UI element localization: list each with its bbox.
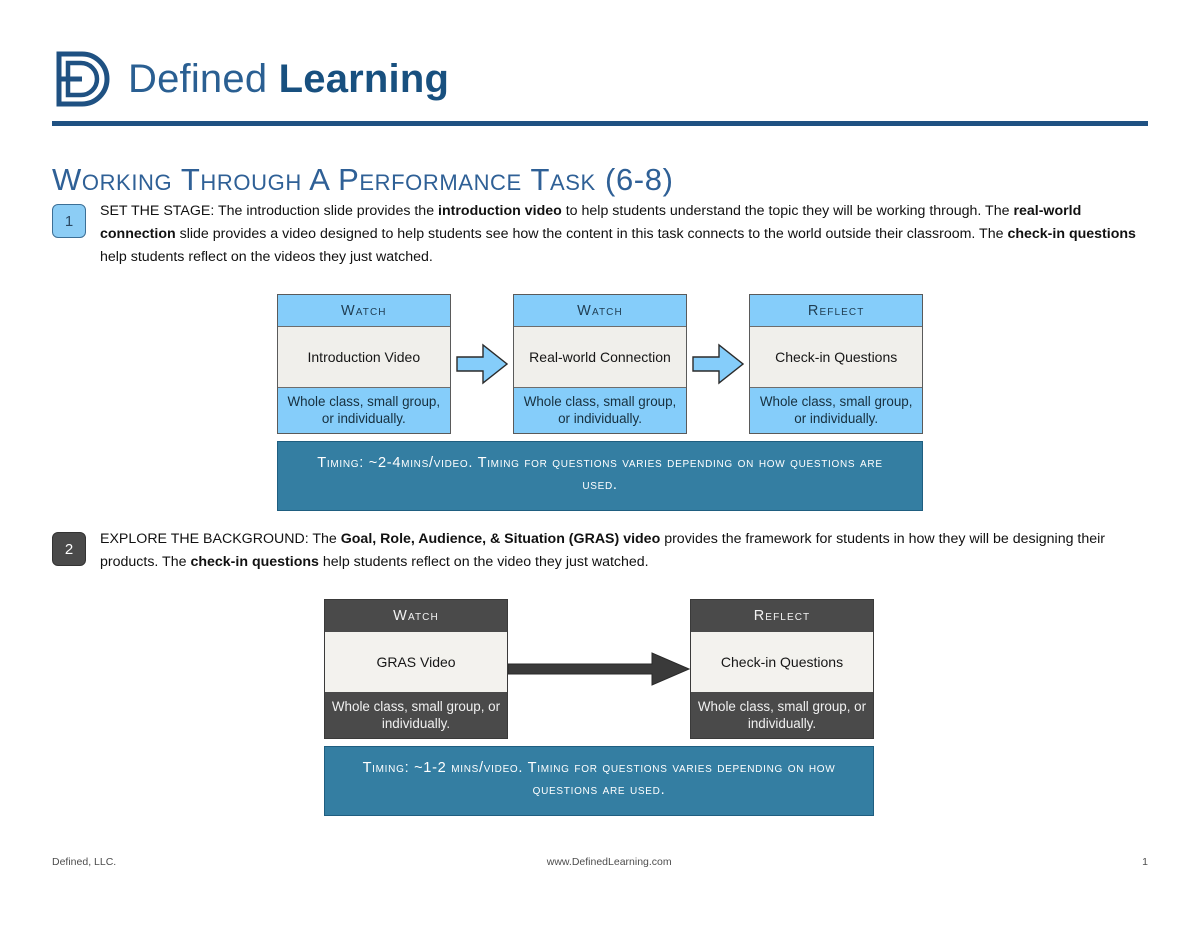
flow-2-card-2-footer: Whole class, small group, or individuall… [697,698,867,731]
flow-1-arrow-1 [451,294,514,434]
step-1-text-part-5: slide provides a video designed to help … [175,226,1008,242]
step-1-text-part-2: introduction video [438,203,562,219]
defined-d-monogram-icon [52,48,110,110]
flow-1-card-2: Watch Real-world Connection Whole class,… [513,294,687,434]
brand-header: Defined Learning [52,48,449,110]
brand-wordmark: Defined Learning [128,59,449,99]
step-1-text-part-3: to help students understand the topic th… [561,203,1014,219]
footer-page-number: 1 [1142,856,1148,868]
step-section-1: 1 SET THE STAGE: The introduction slide … [52,200,1152,269]
brand-name-light: Defined [128,57,268,101]
right-arrow-icon [456,343,508,385]
step-description-2: EXPLORE THE BACKGROUND: The Goal, Role, … [100,528,1145,574]
flow-2-card-1: Watch GRAS Video Whole class, small grou… [324,599,508,739]
header-divider [52,121,1148,126]
flow-2-arrow-1 [508,599,690,739]
flow-1-card-1-header: Watch [340,302,387,319]
footer-company: Defined, LLC. [52,856,117,868]
right-arrow-icon [508,652,690,686]
step-section-2: 2 EXPLORE THE BACKGROUND: The Goal, Role… [52,528,1152,574]
flow-2-card-2: Reflect Check-in Questions Whole class, … [690,599,874,739]
step-1-text-part-6: check-in questions [1007,226,1136,242]
flow-1-card-3-header: Reflect [807,302,865,319]
brand-name-bold: Learning [278,57,450,101]
step-1-text-part-7: help students reflect on the videos they… [100,249,433,265]
flow-1-card-2-header: Watch [577,302,623,319]
step-2-text-part-1: EXPLORE THE BACKGROUND: The [100,531,341,547]
footer-website: www.DefinedLearning.com [546,856,672,868]
flow-1-card-1-footer: Whole class, small group, or individuall… [287,393,441,426]
flow-2-card-2-header: Reflect [753,607,811,624]
step-2-text-part-3: provides the framework for students in h… [100,531,1106,570]
flow-1-timing-banner: Timing: ~2-4mins/video. Timing for quest… [277,441,923,511]
flow-diagram-1: Watch Introduction Video Whole class, sm… [277,294,923,511]
step-2-text-part-2: Goal, Role, Audience, & Situation (GRAS)… [340,531,661,547]
flow-1-card-1-body: Introduction Video [278,326,450,388]
step-2-text-part-5: help students reflect on the video they … [318,554,649,570]
flow-1-card-2-body: Real-world Connection [514,326,686,388]
flow-2-card-2-body: Check-in Questions [691,631,873,693]
flow-1-card-3-footer: Whole class, small group, or individuall… [759,393,913,426]
flow-1-card-1: Watch Introduction Video Whole class, sm… [277,294,451,434]
step-badge-2: 2 [52,532,86,566]
flow-1-arrow-2 [687,294,750,434]
step-badge-1: 1 [52,204,86,238]
step-description-1: SET THE STAGE: The introduction slide pr… [100,200,1145,269]
flow-2-card-1-header: Watch [393,607,439,624]
step-2-text-part-4: check-in questions [190,554,319,570]
flow-2-card-1-body: GRAS Video [325,631,507,693]
flow-2-card-1-footer: Whole class, small group, or individuall… [331,698,501,731]
page-title: Working Through A Performance Task (6-8) [52,161,674,197]
flow-1-card-3: Reflect Check-in Questions Whole class, … [749,294,923,434]
right-arrow-icon [692,343,745,385]
flow-diagram-2: Watch GRAS Video Whole class, small grou… [324,599,874,816]
step-1-text-part-1: SET THE STAGE: The introduction slide pr… [100,203,439,219]
flow-2-timing-banner: Timing: ~1-2 mins/video. Timing for ques… [324,746,874,816]
flow-1-card-3-body: Check-in Questions [750,326,922,388]
step-1-text-part-4: real-world connection [100,203,1082,242]
flow-1-card-2-footer: Whole class, small group, or individuall… [523,393,677,426]
page-footer: Defined, LLC. www.DefinedLearning.com 1 [52,856,1148,868]
